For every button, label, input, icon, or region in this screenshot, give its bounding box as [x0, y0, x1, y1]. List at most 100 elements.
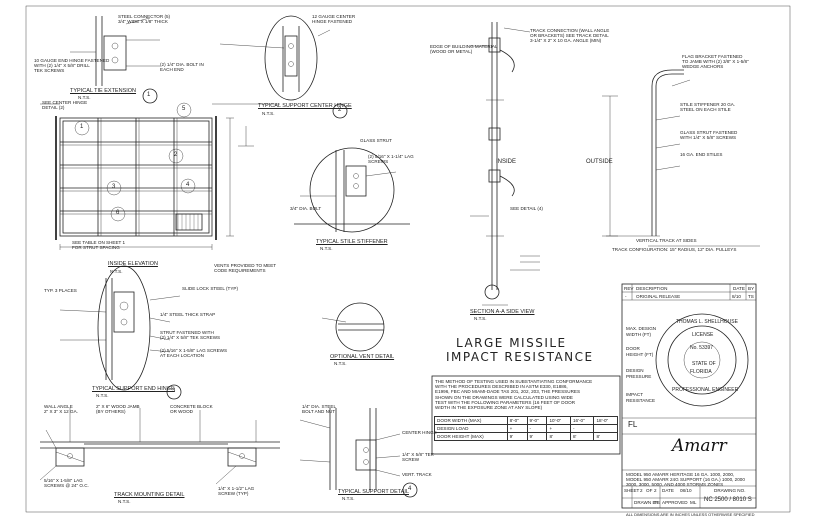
desc-header: DESCRIPTION: [636, 286, 668, 291]
note: EDGE OF BUILDING MATERIAL (WOOD OR METAL…: [430, 44, 498, 55]
date-value: 08/10: [680, 488, 692, 493]
sheet-label: SHEET: [624, 488, 640, 493]
note: 3/4" DIA. BOLT: [290, 206, 322, 211]
sheet-border: [25, 5, 791, 513]
note: 1/4" DIA. STEEL BOLT AND NUT: [302, 404, 337, 415]
note: 10 GAUGE END HINGE FASTENED WITH (2) 1/4…: [34, 58, 110, 74]
note: OUTSIDE: [586, 159, 613, 165]
by-header: BY: [748, 286, 755, 291]
side-label: WIDTH (FT): [626, 332, 652, 337]
view-scale-inside-elevation: N.T.S.: [110, 269, 123, 274]
note: 1/4" X 1-1/2" LAG SCREW (TYP): [218, 486, 255, 497]
view-scale-support-detail: N.T.S.: [342, 496, 355, 501]
table-cell: DOOR HEIGHT (MAX): [434, 432, 508, 441]
view-title-support-detail: TYPICAL SUPPORT DETAIL: [338, 489, 410, 495]
by-value: TS: [748, 294, 754, 299]
seal-license: LICENSE: [692, 332, 714, 338]
note: TRACK CONFIGURATION: 15" RADIUS, 12" DIA…: [612, 247, 737, 252]
view-scale-section-a-a: N.T.S.: [474, 316, 487, 321]
callout-num: 4: [408, 486, 412, 492]
pressure-table: DOOR WIDTH (MAX) 8'-0" 9'-0" 10'-0" 16'-…: [434, 416, 618, 441]
note: CENTER HINGE: [402, 430, 437, 435]
note: VERTICAL TRACK AT SIDES: [636, 238, 697, 243]
table-cell: 10'-0": [546, 416, 571, 425]
date-label: DATE: [662, 488, 674, 493]
typical-support-detail: [299, 408, 418, 498]
view-scale-center-hinge: N.T.S.: [262, 111, 275, 116]
note: 16 GA. END STILES: [680, 152, 723, 157]
view-scale-track-mounting: N.T.S.: [118, 499, 131, 504]
table-cell: [593, 424, 618, 433]
main-title-line2: IMPACT RESISTANCE: [446, 350, 594, 364]
table-cell: DESIGN LOAD: [434, 424, 508, 433]
table-cell: 8': [546, 432, 571, 441]
side-label: PRESSURE: [626, 374, 652, 379]
view-title-track-mounting: TRACK MOUNTING DETAIL: [114, 492, 185, 498]
inside-elevation-frame: [40, 102, 280, 250]
track-mounting-detail: [39, 408, 280, 485]
rev-header: REV: [624, 286, 634, 291]
table-row: DESIGN LOAD + - + -: [434, 424, 618, 433]
note: GLASS STRUT: [360, 138, 392, 143]
sheet-value: 2: [640, 488, 643, 493]
side-label: DESIGN: [626, 368, 644, 373]
table-cell: 18'-0": [593, 416, 618, 425]
view-title-end-hinge: TYPICAL SUPPORT END HINGE: [92, 386, 175, 392]
section-a-a-side-view: [470, 22, 540, 306]
note: (2) 5/16" X 1-5/8" LAG SCREWS AT EACH LO…: [160, 348, 228, 359]
view-title-inside-elevation: INSIDE ELEVATION: [108, 261, 158, 267]
table-cell: 9': [526, 432, 548, 441]
date-value: 8/10: [732, 294, 741, 299]
note: WALL ANGLE 2" X 3" X 12 GA.: [44, 404, 78, 415]
callout-num: 2: [174, 152, 178, 158]
note: (2) 5/16" X 1-1/4" LAG SCREWS: [368, 154, 414, 165]
optional-vent-detail: [321, 302, 385, 352]
support-end-hinge-detail: [59, 265, 182, 400]
note: 2" X 6" WOOD JAMB (BY OTHERS): [96, 404, 140, 415]
side-label: MAX. DESIGN: [626, 326, 657, 331]
dwg-label: DRAWING NO.: [714, 488, 746, 493]
drawing-description: MODEL 950 AMARR HERITAGE 16 GA. 1000, 20…: [626, 472, 745, 488]
note: (2) 1/4" DIA. BOLT IN EACH END: [160, 62, 204, 73]
callout-num: 5: [182, 106, 186, 112]
note: SEE CENTER HINGE DETAIL (2): [42, 100, 88, 111]
note: INSIDE: [496, 159, 517, 165]
date-header: DATE: [733, 286, 745, 291]
center-hinge-detail: [219, 15, 348, 119]
main-title-line1: LARGE MISSILE: [456, 336, 567, 350]
company-logo: Amarr: [672, 436, 727, 456]
method-note: THE METHOD OF TESTING USED IN SUBSTANTIA…: [435, 379, 593, 411]
seal-state: STATE OF: [692, 361, 716, 367]
approved-value: ML: [690, 500, 697, 505]
drawn-by-label: DRAWN BY: [634, 500, 659, 505]
note: TYP. 3 PLACES: [44, 288, 77, 293]
drawing-number: NC 2500 / 8010 S: [704, 497, 752, 503]
callout-num: 3: [172, 388, 176, 394]
side-label: RESISTANCE: [626, 398, 656, 403]
callout-num: 1: [147, 92, 151, 98]
table-cell: 8': [593, 432, 618, 441]
callout-num: 1: [80, 124, 84, 130]
note: VERT. TRACK: [402, 472, 432, 477]
view-title-stile-stiffener: TYPICAL STILE STIFFENER: [316, 239, 388, 245]
table-cell: -: [569, 424, 595, 433]
table-cell: 9'-0": [526, 416, 548, 425]
note: 12 GAUGE CENTER HINGE FASTENED: [312, 14, 356, 25]
seal-number: No. 53397: [690, 345, 714, 351]
view-title-tie-extension: TYPICAL TIE EXTENSION: [70, 88, 137, 94]
note: STEEL CONNECTOR (5) 3/4" WIDE X 1/8" THI…: [118, 14, 171, 25]
note: 5/16" X 1-5/8" LAG SCREWS @ 24" O.C.: [44, 478, 89, 489]
table-cell: 16'-0": [569, 416, 595, 425]
seal-name: THOMAS L. SHELLHOUSE: [676, 319, 738, 325]
note: STRUT FASTENED WITH (2) 1/4" X 5/8" TEK …: [160, 330, 221, 341]
note: 1/4" STEEL THICK STRAP: [160, 312, 216, 317]
table-cell: +: [546, 424, 571, 433]
callout-num: 4: [186, 182, 190, 188]
table-cell: 8': [569, 432, 595, 441]
view-scale-optional-vent: N.T.S.: [334, 361, 347, 366]
view-title-optional-vent: OPTIONAL VENT DETAIL: [330, 354, 395, 360]
track-configuration: [602, 69, 760, 247]
seal-florida: FLORIDA: [690, 369, 712, 375]
tie-extension-detail: [70, 16, 160, 104]
